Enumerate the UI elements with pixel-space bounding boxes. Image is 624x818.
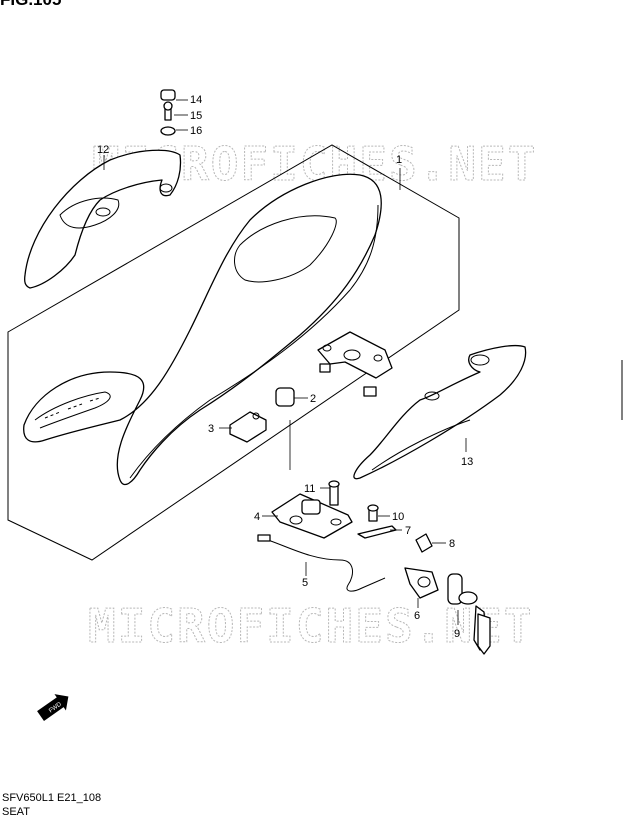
small-block (219, 411, 267, 443)
grab-rail-left (24, 149, 182, 289)
callout-8: 8 (449, 538, 455, 550)
watermark-bottom: MICROFICHES.NET (88, 599, 533, 653)
seat-lock-bracket (262, 493, 353, 539)
callout-15: 15 (190, 110, 202, 122)
callout-1: 1 (396, 154, 402, 166)
lock-bracket (404, 567, 439, 608)
callout-14: 14 (190, 94, 202, 106)
clamp (415, 533, 446, 553)
diagram-code: SFV650L1 E21_108 (2, 792, 102, 804)
seat (23, 173, 382, 486)
callout-11: 11 (304, 483, 315, 495)
cap-bolt-washer-stack (160, 89, 176, 136)
cushion-rubber (275, 387, 308, 407)
clip-plate (357, 525, 402, 539)
bolt-10 (367, 504, 390, 522)
callout-3: 3 (208, 423, 214, 435)
callout-4: 4 (254, 511, 260, 523)
callout-13: 13 (461, 456, 473, 468)
callout-7: 7 (405, 525, 411, 537)
bolt-11 (320, 480, 340, 506)
callout-9: 9 (454, 628, 460, 640)
lock-cylinder-with-keys (447, 573, 491, 655)
callout-2: 2 (310, 393, 316, 405)
callout-12: 12 (97, 144, 109, 156)
assembly-outline (7, 144, 460, 561)
callout-10: 10 (392, 511, 404, 523)
seat-bracket-upper (317, 331, 393, 397)
section-title: SEAT (2, 806, 30, 818)
figure-title: FIG.105 (0, 0, 61, 10)
callout-6: 6 (414, 610, 420, 622)
fwd-arrow-icon: FWD (37, 694, 69, 721)
callout-16: 16 (190, 125, 202, 137)
seat-lock-cable (257, 534, 386, 592)
grab-rail-right (353, 344, 527, 480)
callout-5: 5 (302, 577, 308, 589)
